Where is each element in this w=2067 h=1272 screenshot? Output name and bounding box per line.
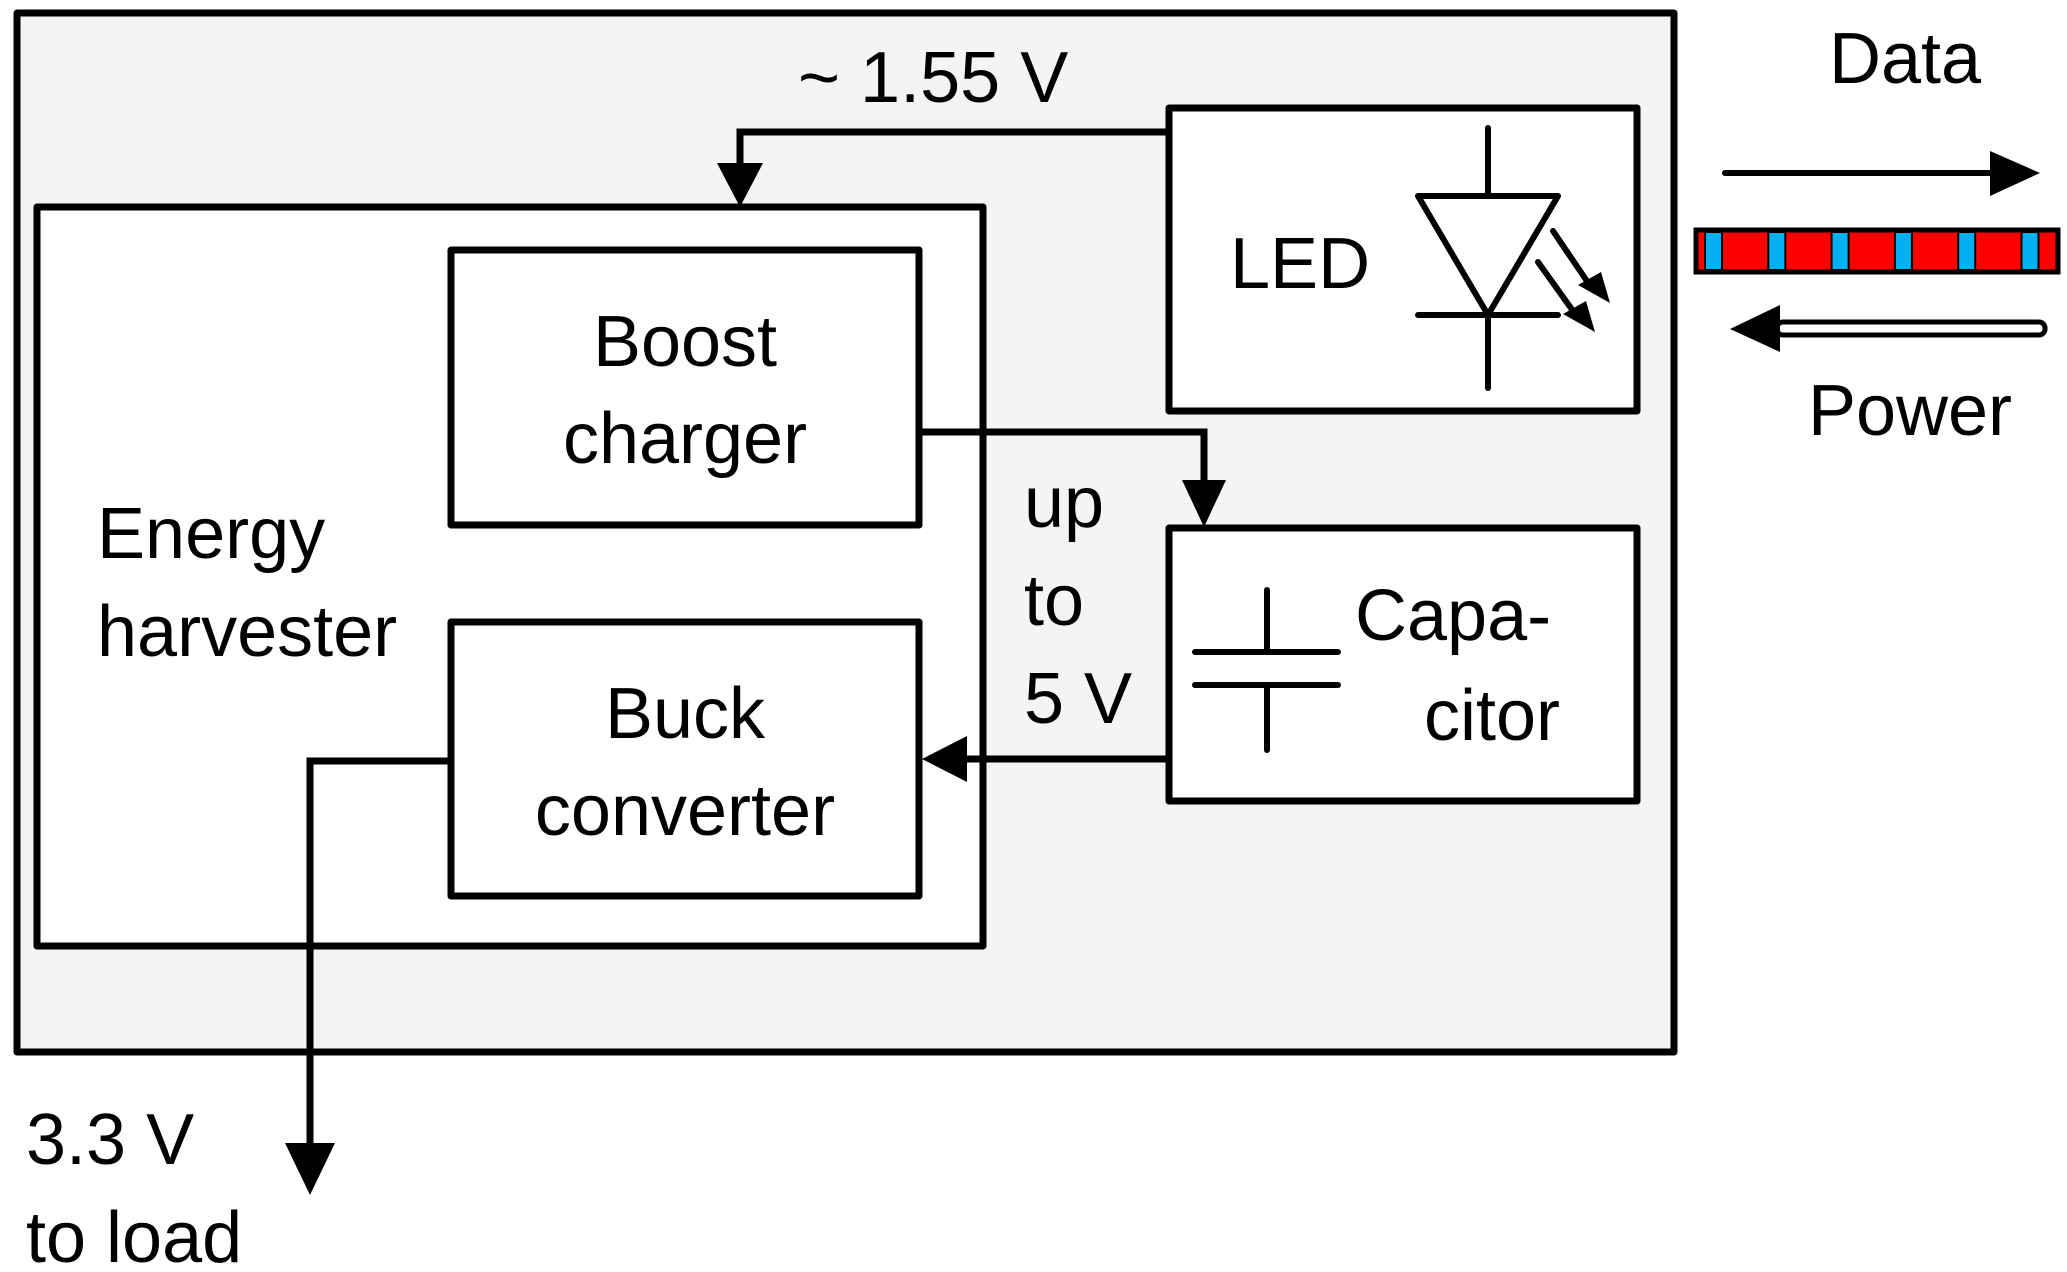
buck-converter-block [447,618,923,900]
data-arrow-right-icon [1722,151,2040,196]
boost-charger-label-line2: charger [563,399,807,479]
capacitor-label-line1: Capa- [1355,576,1551,656]
strip-gap-segment [1704,231,1723,271]
capacitor-to-buck-wire [922,736,1169,782]
strip-background [1693,227,2061,275]
capacitor-voltage-label-line2: to [1024,561,1084,641]
led-voltage-label: ~ 1.55 V [798,38,1068,118]
strip-gap-segment [1893,231,1913,271]
led-label: LED [1230,224,1370,304]
output-voltage-label-line1: 3.3 V [26,1100,194,1180]
boost-charger-block [447,246,923,529]
energy-harvester-label-line2: harvester [97,592,397,672]
power-label: Power [1808,371,2012,451]
capacitor-voltage-label-line3: 5 V [1024,659,1132,739]
energy-harvester-label-line1: Energy [97,494,325,574]
strip-gap-segment [1767,231,1787,271]
optical-link-strip [1693,227,2061,275]
strip-gap-segment [1957,231,1977,271]
strip-gap-segment [1830,231,1850,271]
power-arrow-left-icon [1730,305,2048,352]
light-emitting-diode-icon [1415,125,1610,391]
capacitor-block [1165,524,1641,805]
capacitor-voltage-label-line1: up [1024,463,1104,543]
buck-converter-label-line1: Buck [605,674,766,754]
led-to-boost-wire [717,128,1169,207]
boost-to-capacitor-wire [919,428,1226,527]
led-block [1165,104,1641,415]
capacitor-label-line2: citor [1424,676,1560,756]
strip-gap-segment [2020,231,2040,271]
buck-converter-label-line2: converter [535,771,835,851]
buck-to-load-wire [285,757,451,1195]
output-voltage-label-line2: to load [26,1198,242,1272]
boost-charger-label-line1: Boost [593,302,777,382]
data-label: Data [1829,19,1982,99]
capacitor-icon [1192,587,1341,753]
